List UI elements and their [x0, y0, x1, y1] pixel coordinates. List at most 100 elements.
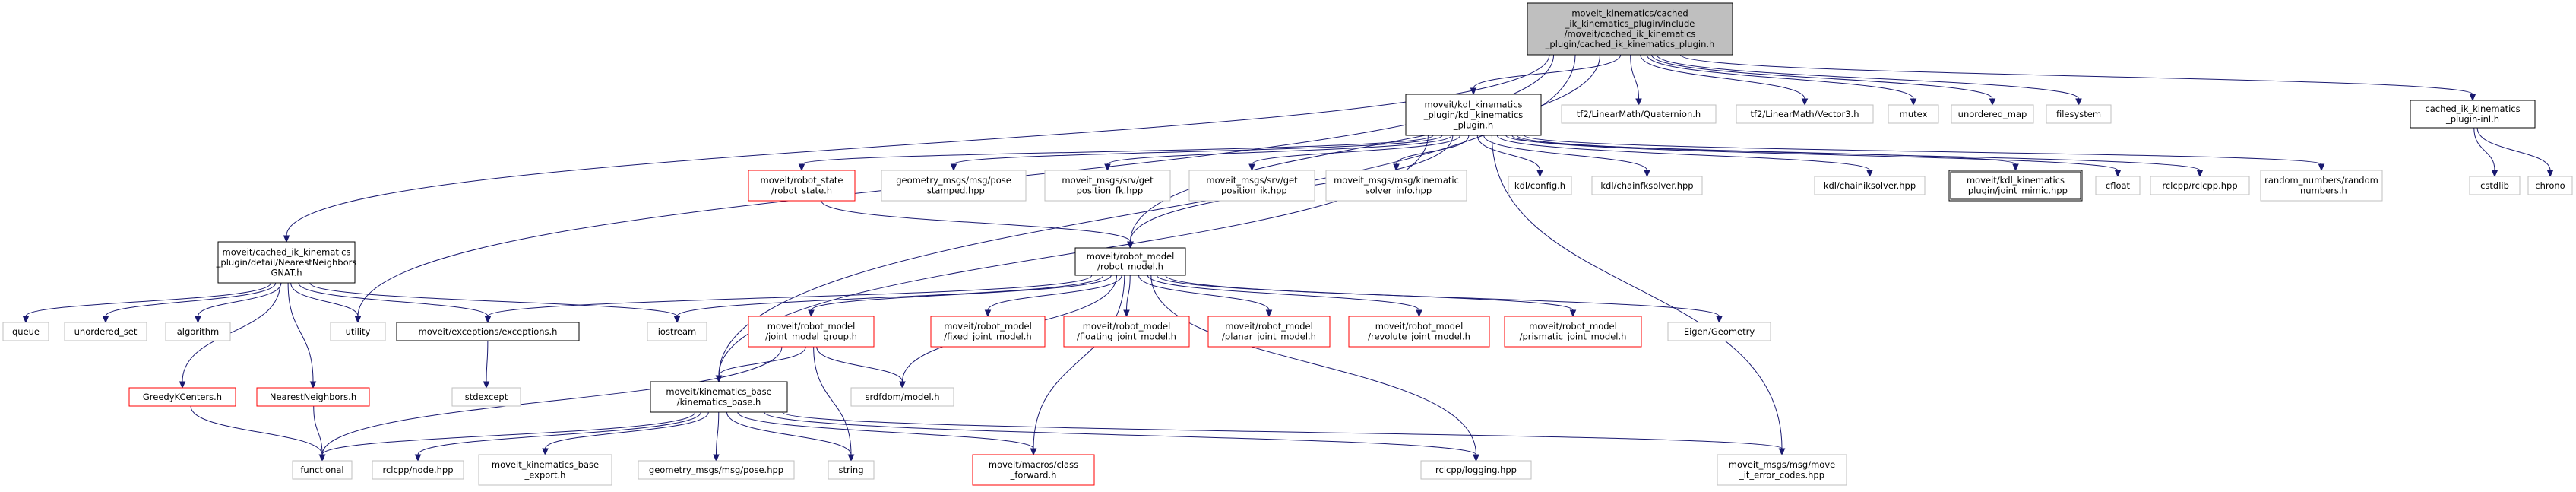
node-revolute-joint[interactable]: moveit/robot_model/revolute_joint_model.… — [1348, 316, 1490, 348]
edge-line — [716, 411, 720, 455]
node-class-forward[interactable]: moveit/macros/class_forward.h — [972, 454, 1095, 486]
node-box — [2527, 176, 2573, 195]
node-fixed-joint[interactable]: moveit/robot_model/fixed_joint_model.h — [930, 316, 1046, 348]
node-planar-joint[interactable]: moveit/robot_model/planar_joint_model.h — [1207, 316, 1331, 348]
edge-nn-gnat-to-greedy — [179, 282, 281, 389]
node-label-line: utility — [346, 326, 371, 337]
node-nn[interactable]: NearestNeighbors.h — [256, 387, 370, 407]
node-label-line: filesystem — [2056, 109, 2101, 119]
node-string[interactable]: string — [828, 460, 875, 480]
node-get-ik[interactable]: moveit_msgs/srv/get_position_ik.hpp — [1188, 170, 1315, 202]
edge-line — [290, 282, 359, 317]
edge-line — [1640, 54, 1805, 100]
node-label-line: moveit_msgs/srv/get — [1206, 175, 1298, 186]
node-box — [1667, 322, 1771, 341]
node-label-line: _plugin.h — [1453, 119, 1493, 130]
edge-kdl-plugin-to-rclcpp — [1516, 135, 2204, 178]
node-pose[interactable]: geometry_msgs/msg/pose.hpp — [638, 460, 795, 480]
node-label-line: _it_error_codes.hpp — [1739, 470, 1824, 481]
edge-arrowhead — [483, 381, 490, 389]
edge-arrowhead — [1416, 309, 1422, 318]
node-random-numbers[interactable]: random_numbers/random_numbers.h — [2260, 170, 2383, 202]
node-chainiksolver[interactable]: kdl/chainiksolver.hpp — [1814, 176, 1926, 195]
node-get-fk[interactable]: moveit_msgs/srv/get_position_fk.hpp — [1044, 170, 1171, 202]
node-label-line: _plugin-inl.h — [2445, 114, 2499, 125]
node-vector3[interactable]: tf2/LinearMath/Vector3.h — [1736, 104, 1874, 124]
node-unordered-set[interactable]: unordered_set — [64, 322, 147, 341]
node-label-line: kdl/chainfksolver.hpp — [1600, 180, 1693, 191]
node-chrono[interactable]: chrono — [2527, 176, 2573, 195]
edge-line — [1252, 135, 1461, 165]
node-label-line: /floating_joint_model.h — [1077, 332, 1176, 342]
node-filesystem[interactable]: filesystem — [2046, 104, 2112, 124]
node-label-line: moveit/robot_state — [761, 175, 843, 186]
node-greedy[interactable]: GreedyKCenters.h — [128, 387, 236, 407]
edge-line — [2476, 127, 2551, 171]
node-label-line: moveit/robot_model — [1225, 321, 1313, 332]
edge-line — [821, 200, 1131, 243]
node-joint-mimic[interactable]: moveit/kdl_kinematics_plugin/joint_mimic… — [1948, 170, 2083, 202]
node-label-line: cfloat — [2106, 180, 2131, 191]
node-kin-export[interactable]: moveit_kinematics_base_export.h — [478, 454, 612, 486]
node-kin-base[interactable]: moveit/kinematics_base/kinematics_base.h — [650, 381, 788, 413]
edge-nn-gnat-to-algorithm — [195, 282, 282, 324]
node-floating-joint[interactable]: moveit/robot_model/floating_joint_model.… — [1063, 316, 1190, 348]
node-functional[interactable]: functional — [292, 460, 353, 480]
node-pose-stamped[interactable]: geometry_msgs/msg/pose_stamped.hpp — [881, 170, 1027, 202]
node-label-line: chrono — [2535, 180, 2565, 191]
node-robot-model[interactable]: moveit/robot_model/robot_model.h — [1074, 247, 1186, 276]
node-cached-inl[interactable]: cached_ik_kinematics_plugin-inl.h — [2410, 100, 2536, 129]
node-rclcpp[interactable]: rclcpp/rclcpp.hpp — [2150, 176, 2250, 195]
node-error-codes[interactable]: moveit_msgs/msg/move_it_error_codes.hpp — [1717, 454, 1847, 486]
node-logging[interactable]: rclcpp/logging.hpp — [1420, 460, 1532, 480]
edge-arrowhead — [1866, 170, 1873, 178]
node-robot-state[interactable]: moveit/robot_state/robot_state.h — [748, 170, 856, 202]
node-algorithm[interactable]: algorithm — [165, 322, 231, 341]
node-label-line: cached_ik_kinematics — [2425, 103, 2520, 114]
node-label-line: _numbers.h — [2295, 186, 2347, 196]
node-label-line: moveit_msgs/srv/get — [1062, 175, 1154, 186]
node-root[interactable]: moveit_kinematics/cached_ik_kinematics_p… — [1527, 2, 1733, 56]
node-label-line: _plugin/joint_mimic.hpp — [1963, 186, 2068, 196]
node-iostream[interactable]: iostream — [647, 322, 707, 341]
edge-line — [1496, 135, 1870, 171]
node-joint-model-group[interactable]: moveit/robot_model/joint_model_group.h — [748, 316, 875, 348]
node-box — [217, 241, 356, 284]
node-srdfdom[interactable]: srdfdom/model.h — [850, 387, 954, 407]
node-eigen[interactable]: Eigen/Geometry — [1667, 322, 1771, 341]
node-stdexcept[interactable]: stdexcept — [451, 387, 521, 407]
node-label-line: string — [838, 465, 863, 475]
edge-robot-state-to-robot-model — [821, 200, 1134, 249]
node-label-line: _position_ik.hpp — [1216, 186, 1286, 196]
node-kdl-config[interactable]: kdl/config.h — [1508, 176, 1572, 195]
node-box — [1591, 176, 1703, 195]
node-kdl-plugin[interactable]: moveit/kdl_kinematics_plugin/kdl_kinemat… — [1405, 94, 1542, 136]
node-box — [128, 387, 236, 407]
node-label-line: tf2/LinearMath/Quaternion.h — [1577, 109, 1701, 119]
node-quaternion[interactable]: tf2/LinearMath/Quaternion.h — [1561, 104, 1717, 124]
node-unordered-map[interactable]: unordered_map — [1951, 104, 2034, 124]
node-cstdlib[interactable]: cstdlib — [2469, 176, 2521, 195]
node-nn-gnat[interactable]: moveit/cached_ik_kinematics_plugin/detai… — [216, 241, 357, 284]
node-chainfksolver[interactable]: kdl/chainfksolver.hpp — [1591, 176, 1703, 195]
edge-robot-model-to-floating-joint — [1123, 275, 1131, 318]
node-label-line: moveit/cached_ik_kinematics — [223, 246, 351, 257]
node-solver-info[interactable]: moveit_msgs/msg/kinematic_solver_info.hp… — [1325, 170, 1467, 202]
node-prismatic-joint[interactable]: moveit/robot_model/prismatic_joint_model… — [1504, 316, 1642, 348]
edge-root-to-cached-inl — [1680, 54, 2476, 102]
node-queue[interactable]: queue — [2, 322, 49, 341]
node-label-line: NearestNeighbors.h — [270, 392, 356, 402]
edge-kdl-plugin-to-random-numbers — [1524, 135, 2325, 172]
node-cfloat[interactable]: cfloat — [2095, 176, 2141, 195]
node-exceptions[interactable]: moveit/exceptions/exceptions.h — [396, 322, 580, 341]
edge-nn-gnat-to-nn — [287, 282, 317, 389]
edge-kin-base-to-pose — [713, 411, 720, 462]
node-label-line: /robot_model.h — [1097, 262, 1163, 272]
edge-arrowhead — [1989, 98, 1996, 106]
node-utility[interactable]: utility — [330, 322, 386, 341]
node-box — [64, 322, 147, 341]
node-mutex[interactable]: mutex — [1888, 104, 1939, 124]
node-rclcpp-node[interactable]: rclcpp/node.hpp — [372, 460, 464, 480]
node-box — [2150, 176, 2250, 195]
